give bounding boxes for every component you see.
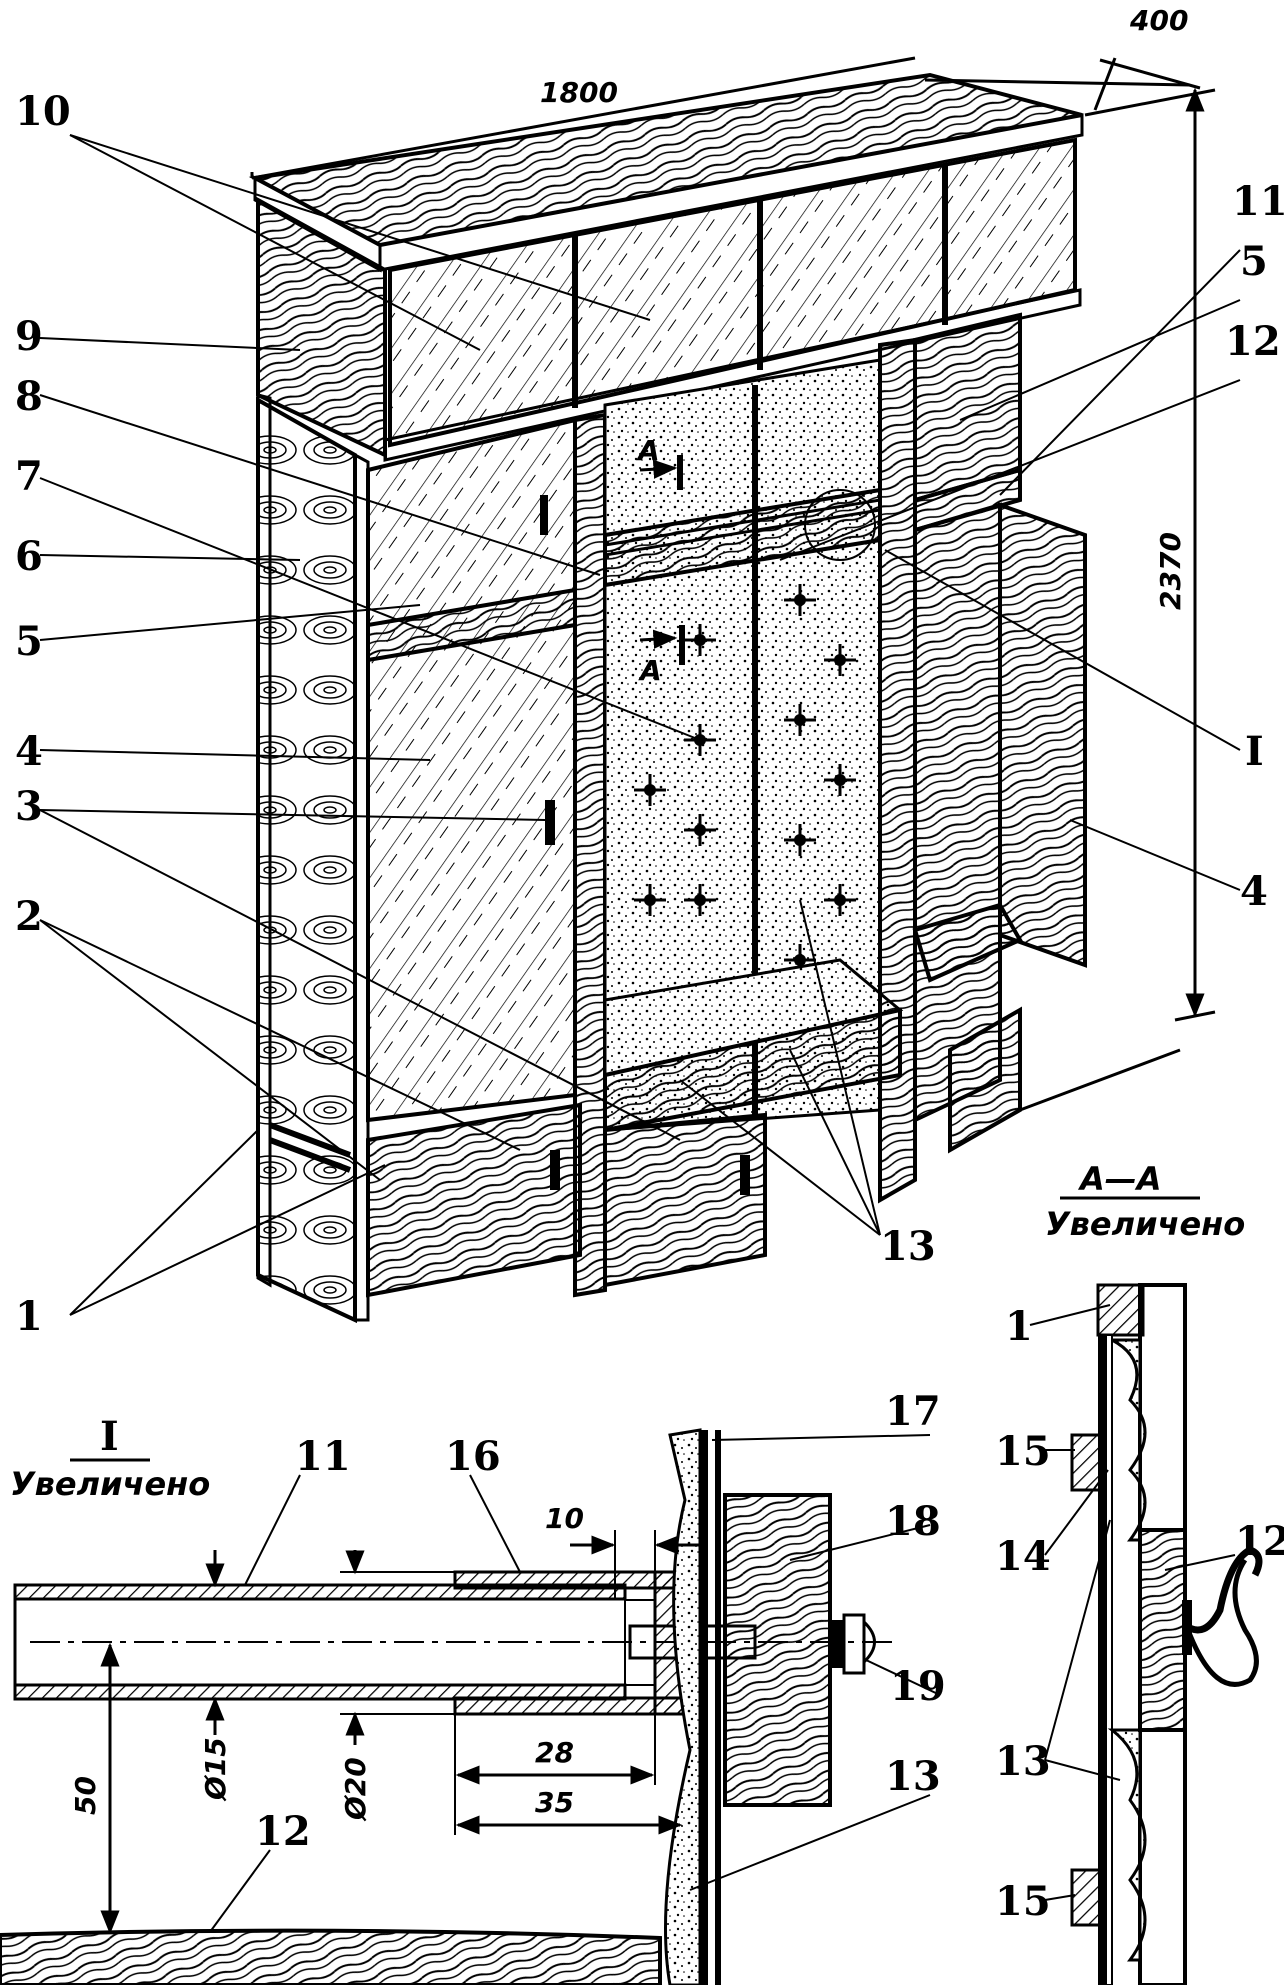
top-side-panel xyxy=(256,196,387,459)
wall-board xyxy=(664,1428,702,1985)
callout-10: 10 xyxy=(15,88,71,135)
main-dimensions: 1800 400 2370 xyxy=(250,4,1216,1022)
detail-callout-19: 19 xyxy=(890,1663,946,1710)
dim-d50: 50 xyxy=(69,1776,102,1815)
dim-width: 1800 xyxy=(540,76,618,109)
dim-d15: Ø15 xyxy=(199,1737,232,1802)
callout-11: 11 xyxy=(1232,178,1284,225)
callout-9: 9 xyxy=(15,313,43,360)
main-view xyxy=(248,72,1181,1324)
dim-height: 2370 xyxy=(1154,532,1187,610)
section-callout-15-top: 15 xyxy=(995,1428,1051,1475)
callout-3: 3 xyxy=(15,783,43,830)
detail-callout-18: 18 xyxy=(885,1498,941,1545)
callout-8: 8 xyxy=(15,373,43,420)
left-side-panel xyxy=(256,396,357,1324)
lower-left-drawer xyxy=(366,1102,582,1298)
callout-1: 1 xyxy=(15,1293,43,1340)
section-callout-12: 12 xyxy=(1235,1518,1284,1565)
main-callouts: 10 9 8 7 6 5 4 3 2 1 11 5 12 I 4 13 xyxy=(15,88,1284,1340)
section-callout-13: 13 xyxy=(995,1738,1051,1785)
callout-2: 2 xyxy=(15,893,43,940)
detail-callout-17: 17 xyxy=(885,1388,941,1435)
lower-center-drawer xyxy=(603,1112,767,1288)
callout-node-I: I xyxy=(1245,728,1264,775)
section-mark-upper: A xyxy=(636,434,660,467)
detail-callout-16: 16 xyxy=(445,1433,501,1480)
detail-title-caption: Увеличено xyxy=(10,1465,210,1503)
section-callout-1: 1 xyxy=(1005,1303,1033,1350)
section-title: А—А xyxy=(1077,1160,1162,1198)
section-AA: А—А Увеличено 1 15 14 12 13 1 xyxy=(995,1160,1284,1985)
dim-d20: Ø20 xyxy=(339,1757,372,1822)
callout-4-right: 4 xyxy=(1240,868,1268,915)
main-leaders xyxy=(39,134,1241,1316)
floor-board xyxy=(0,1928,662,1985)
callout-7: 7 xyxy=(15,453,43,500)
detail-callout-12: 12 xyxy=(255,1808,311,1855)
callout-5-left: 5 xyxy=(15,618,43,665)
dim-d28: 28 xyxy=(535,1736,574,1769)
section-mark-lower: A xyxy=(638,654,662,687)
detail-callout-13: 13 xyxy=(885,1753,941,1800)
section-foam-upper xyxy=(1111,1338,1147,1542)
detail-I: I Увеличено Ø15 xyxy=(0,1388,946,1985)
callout-13: 13 xyxy=(880,1223,936,1270)
wood-block xyxy=(723,1493,832,1807)
callout-12: 12 xyxy=(1225,318,1281,365)
section-marks: A A xyxy=(636,434,685,687)
dim-d10: 10 xyxy=(545,1502,584,1535)
section-caption: Увеличено xyxy=(1045,1205,1245,1243)
dim-depth: 400 xyxy=(1129,4,1188,37)
section-callout-15-bottom: 15 xyxy=(995,1878,1051,1925)
detail-callout-11: 11 xyxy=(295,1433,351,1480)
right-open-door xyxy=(998,502,1087,968)
section-callout-14: 14 xyxy=(995,1533,1051,1580)
section-foam-lower xyxy=(1107,1728,1147,1962)
section-hook xyxy=(1182,1546,1263,1634)
callout-5-right: 5 xyxy=(1240,238,1268,285)
callout-6: 6 xyxy=(15,533,43,580)
detail-title-numeral: I xyxy=(100,1413,119,1460)
dim-d35: 35 xyxy=(535,1786,574,1819)
callout-4-left: 4 xyxy=(15,728,43,775)
